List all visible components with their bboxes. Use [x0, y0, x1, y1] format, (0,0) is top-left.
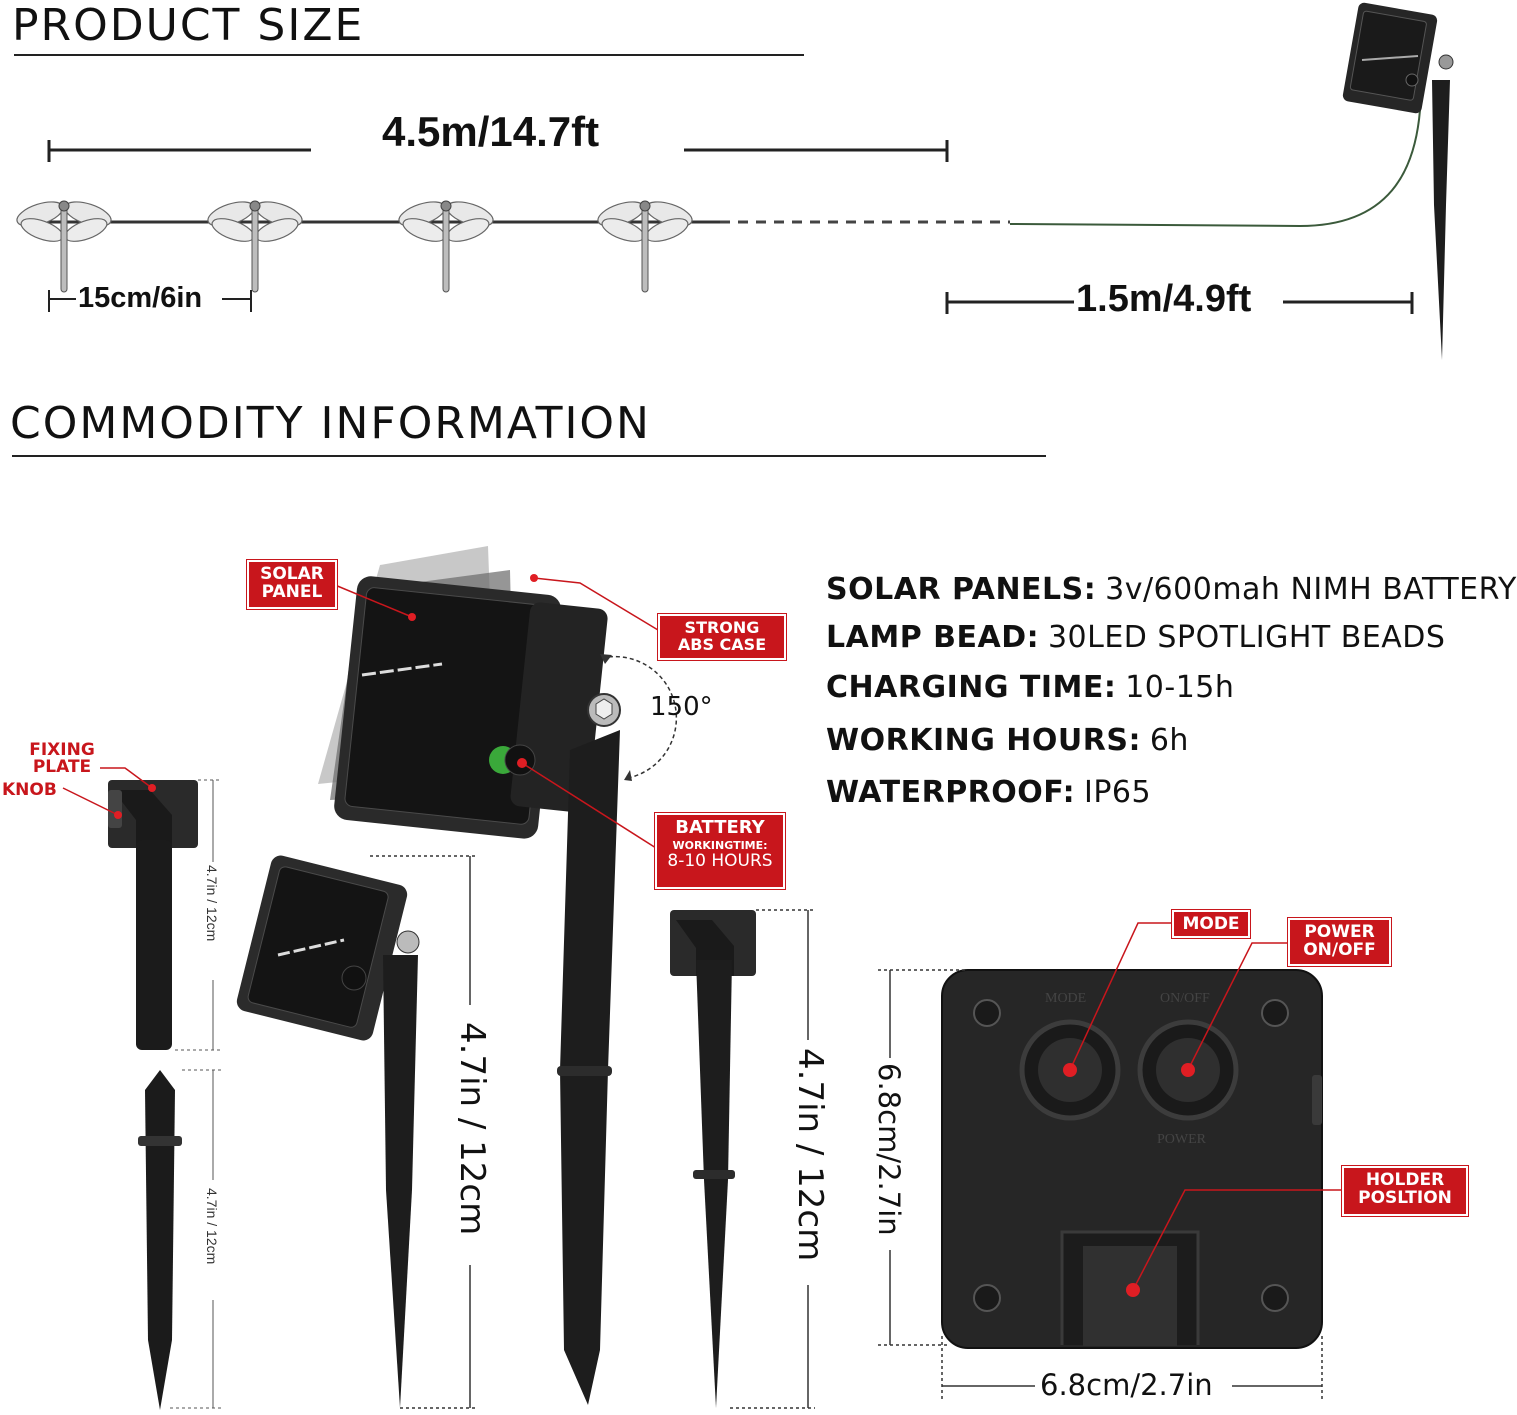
spec-label: SOLAR PANELS: [826, 572, 1097, 607]
spec-row: WATERPROOF: IP65 [826, 775, 1151, 810]
ground-spike-icon [138, 1070, 182, 1410]
callout-dots [114, 574, 1195, 1297]
lead-wire [1009, 109, 1421, 228]
solar-panel-stake-icon [1342, 2, 1454, 360]
box-height-label: 6.8cm/2.7in [872, 1063, 906, 1236]
dragonfly-light-icon [395, 196, 497, 293]
box-dimension-lines [878, 969, 1323, 1400]
stake-height-right-label: 4.7in / 12cm [790, 1048, 830, 1262]
upper-part-height-label: 4.7in / 12cm [204, 865, 220, 942]
small-dimension-lines [170, 779, 222, 1409]
box-on-off-label: ON/OFF [1160, 991, 1210, 1006]
solar-panel-large-icon [318, 546, 621, 1405]
box-power-label: POWER [1157, 1132, 1206, 1147]
spacing-label: 15cm/6in [78, 282, 203, 314]
spec-label: CHARGING TIME: [826, 670, 1117, 705]
lead-length-dimension [945, 292, 1414, 314]
callout-pointers [62, 577, 1342, 1291]
dragonfly-light-icon [204, 196, 306, 293]
dragonfly-light-icon [13, 196, 115, 293]
rotation-arc [601, 655, 678, 779]
spacing-dimension [48, 290, 252, 312]
fixing-plate-part-icon [108, 780, 198, 1050]
knob-label: KNOB [2, 780, 57, 800]
spec-value: 3v/600mah NIMH BATTERY [1105, 572, 1517, 607]
spec-value: 30LED SPOTLIGHT BEADS [1047, 620, 1446, 655]
battery-title: BATTERY [675, 817, 765, 838]
spec-value: 10-15h [1125, 670, 1235, 705]
strong-abs-case-tag: STRONG ABS CASE [657, 613, 787, 661]
spec-row: WORKING HOURS: 6h [826, 723, 1189, 758]
spec-label: LAMP BEAD: [826, 620, 1040, 655]
holder-position-tag: HOLDER POSLTION [1341, 1165, 1469, 1217]
product-size-title: PRODUCT SIZE [12, 0, 365, 51]
string-length-label: 4.5m/14.7ft [382, 108, 600, 155]
lower-spike-height-label: 4.7in / 12cm [204, 1188, 220, 1265]
dragonfly-light-icon [594, 196, 696, 293]
power-on-off-tag: POWER ON/OFF [1287, 917, 1392, 967]
battery-subtitle: WORKINGTIME: [672, 838, 768, 852]
spec-label: WORKING HOURS: [826, 723, 1141, 758]
spec-value: 6h [1149, 723, 1189, 758]
spec-value: IP65 [1083, 775, 1152, 810]
product-size-rule [14, 54, 804, 56]
spec-row: LAMP BEAD: 30LED SPOTLIGHT BEADS [826, 620, 1445, 655]
battery-tag: BATTERY WORKINGTIME: 8-10 HOURS [654, 812, 786, 890]
mode-tag: MODE [1171, 909, 1251, 939]
commodity-rule [12, 455, 1046, 457]
height-dimension-right [730, 909, 815, 1409]
stake-holder-icon [670, 910, 756, 1408]
stake-height-left-label: 4.7in / 12cm [452, 1022, 492, 1236]
solar-panel-small-icon [236, 855, 420, 1408]
spec-label: WATERPROOF: [826, 775, 1076, 810]
lead-length-label: 1.5m/4.9ft [1076, 278, 1252, 320]
height-dimension-left [370, 855, 478, 1409]
solar-panel-tag: SOLAR PANEL [246, 559, 338, 610]
spec-row: CHARGING TIME: 10-15h [826, 670, 1234, 705]
spec-row: SOLAR PANELS: 3v/600mah NIMH BATTERY [826, 572, 1517, 607]
commodity-title: COMMODITY INFORMATION [10, 398, 651, 449]
box-width-label: 6.8cm/2.7in [1040, 1368, 1213, 1402]
box-mode-label: MODE [1045, 991, 1087, 1006]
battery-hours: 8-10 HOURS [667, 851, 773, 872]
rotation-angle-label: 150° [650, 692, 713, 722]
string-length-dimension [47, 140, 949, 162]
fixing-plate-label: FIXING PLATE [29, 740, 95, 777]
